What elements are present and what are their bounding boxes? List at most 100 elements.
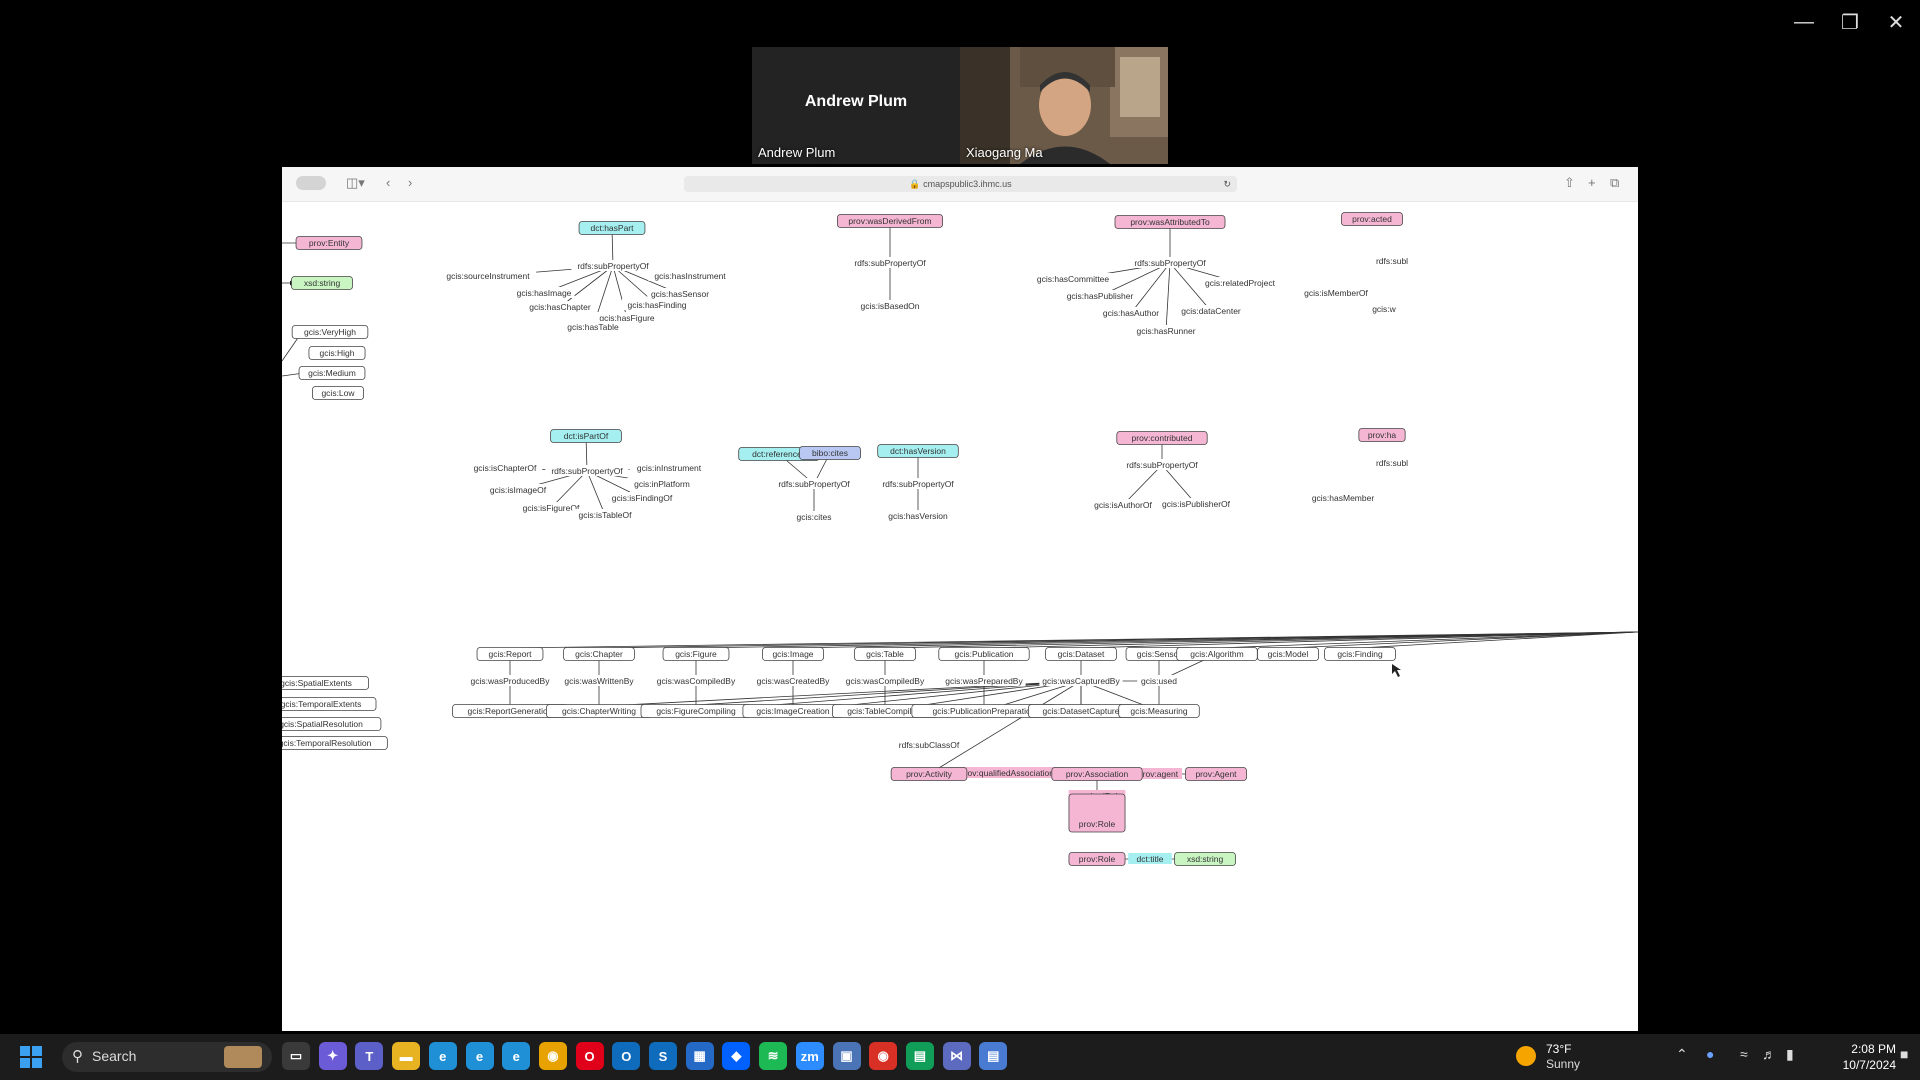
microphone-icon[interactable]: ● bbox=[1706, 1046, 1715, 1062]
edge-icon[interactable]: e bbox=[428, 1042, 457, 1070]
edge-beta-icon[interactable]: e bbox=[465, 1042, 494, 1070]
map-node-label: gcis:DatasetCapture bbox=[1042, 706, 1119, 716]
map-node-c2[interactable]: gcis:Chapter bbox=[563, 647, 635, 661]
map-node-n4[interactable]: gcis:High bbox=[308, 346, 366, 360]
map-node-c6[interactable]: gcis:Publication bbox=[938, 647, 1030, 661]
map-node-p4[interactable]: prov:Role bbox=[1068, 793, 1126, 833]
share-icon[interactable]: ⇧ bbox=[1564, 175, 1575, 190]
dropbox-icon[interactable]: ◆ bbox=[722, 1042, 751, 1070]
outlook-icon[interactable]: O bbox=[612, 1042, 641, 1070]
tray-chevron-icon[interactable]: ⌃ bbox=[1676, 1046, 1688, 1062]
map-node-label: gcis:Low bbox=[321, 388, 355, 398]
map-node-c10[interactable]: gcis:Model bbox=[1257, 647, 1319, 661]
map-node-p5[interactable]: prov:Role bbox=[1068, 852, 1126, 866]
map-node-p2[interactable]: prov:Association bbox=[1051, 767, 1143, 781]
map-node-c5[interactable]: gcis:Table bbox=[854, 647, 916, 661]
notification-icon[interactable]: ■ bbox=[1900, 1046, 1909, 1062]
battery-icon[interactable]: ▮ bbox=[1786, 1046, 1794, 1062]
window-menu-icon[interactable] bbox=[296, 176, 326, 190]
map-link-label-bg bbox=[647, 288, 713, 299]
map-node-n7[interactable]: dct:hasPart bbox=[578, 221, 646, 235]
map-node-n2[interactable]: xsd:string bbox=[291, 276, 353, 290]
map-node-n3[interactable]: gcis:VeryHigh bbox=[291, 325, 369, 339]
map-node-n1[interactable]: prov:Entity bbox=[295, 236, 363, 250]
tabs-overview-icon[interactable]: ⧉ bbox=[1610, 175, 1620, 190]
map-node-a3[interactable]: gcis:FigureCompiling bbox=[640, 704, 752, 718]
map-link-label-bg bbox=[1301, 287, 1371, 298]
map-node-n17[interactable]: gcis:SpatialExtents bbox=[282, 676, 369, 690]
close-icon[interactable]: ✕ bbox=[1887, 11, 1905, 34]
map-node-n10[interactable]: prov:acted bbox=[1341, 212, 1403, 226]
map-node-n18[interactable]: gcis:TemporalExtents bbox=[282, 697, 377, 711]
map-node-n9[interactable]: prov:wasAttributedTo bbox=[1114, 215, 1226, 229]
minimize-icon[interactable]: — bbox=[1794, 10, 1814, 33]
visual-studio-icon[interactable]: S bbox=[649, 1042, 677, 1070]
map-node-a6[interactable]: gcis:PublicationPreparation bbox=[911, 704, 1057, 718]
map-node-c1[interactable]: gcis:Report bbox=[476, 647, 544, 661]
map-node-c11[interactable]: gcis:Finding bbox=[1324, 647, 1396, 661]
map-node-n15[interactable]: prov:contributed bbox=[1116, 431, 1208, 445]
clock[interactable]: 2:08 PM 10/7/2024 bbox=[1816, 1041, 1896, 1073]
map-link-label-bg bbox=[525, 301, 595, 312]
map-node-n19[interactable]: gcis:SpatialResolution bbox=[282, 717, 382, 731]
teams-icon[interactable]: T bbox=[355, 1042, 384, 1070]
new-tab-icon[interactable]: + bbox=[1588, 175, 1596, 190]
chrome-profile-icon[interactable]: ◉ bbox=[869, 1042, 898, 1070]
weather-widget[interactable]: 73°F Sunny bbox=[1516, 1042, 1616, 1072]
map-node-label: dct:references bbox=[752, 449, 806, 459]
map-node-p6[interactable]: xsd:string bbox=[1174, 852, 1236, 866]
map-node-n13[interactable]: bibo:cites bbox=[799, 446, 861, 460]
file-explorer-icon[interactable]: ▬ bbox=[392, 1042, 421, 1070]
map-link-label: gcis:wasCreatedBy bbox=[757, 676, 831, 686]
map-node-a7[interactable]: gcis:DatasetCapture bbox=[1028, 704, 1134, 718]
map-node-n20[interactable]: gcis:TemporalResolution bbox=[282, 736, 388, 750]
map-node-c9[interactable]: gcis:Algorithm bbox=[1176, 647, 1258, 661]
participant-tile[interactable]: Andrew Plum Andrew Plum bbox=[752, 47, 960, 164]
map-node-c7[interactable]: gcis:Dataset bbox=[1045, 647, 1117, 661]
map-node-a8[interactable]: gcis:Measuring bbox=[1118, 704, 1200, 718]
map-link-label: gcis:wasCompiledBy bbox=[657, 676, 736, 686]
reload-icon[interactable]: ↻ bbox=[1223, 179, 1231, 189]
start-button[interactable] bbox=[20, 1046, 42, 1068]
map-node-n16[interactable]: prov:ha bbox=[1358, 428, 1406, 442]
task-view-icon[interactable]: ▭ bbox=[282, 1042, 310, 1070]
map-node-p1[interactable]: prov:Activity bbox=[890, 767, 968, 781]
map-node-p3[interactable]: prov:Agent bbox=[1185, 767, 1247, 781]
restore-icon[interactable]: ❐ bbox=[1841, 11, 1859, 34]
store-icon[interactable]: ▦ bbox=[685, 1042, 714, 1070]
map-link-label: rdfs:subPropertyOf bbox=[854, 258, 926, 268]
back-icon[interactable]: ‹ bbox=[386, 175, 391, 190]
map-node-c8[interactable]: gcis:Sensor bbox=[1125, 647, 1193, 661]
map-node-c3[interactable]: gcis:Figure bbox=[662, 647, 730, 661]
map-node-n5[interactable]: gcis:Medium bbox=[298, 366, 366, 380]
map-node-n6[interactable]: gcis:Low bbox=[311, 386, 365, 400]
chrome-icon[interactable]: ◉ bbox=[538, 1042, 567, 1070]
search-box[interactable]: ⚲ Search bbox=[62, 1042, 272, 1072]
map-link-label: gcis:isFindingOf bbox=[612, 493, 673, 503]
map-node-c4[interactable]: gcis:Image bbox=[762, 647, 824, 661]
opera-icon[interactable]: O bbox=[575, 1042, 604, 1070]
forward-icon[interactable]: › bbox=[408, 175, 413, 190]
address-bar[interactable]: 🔒 cmapspublic3.ihmc.us↻ bbox=[684, 176, 1237, 192]
zoom-icon[interactable]: zm bbox=[795, 1042, 824, 1070]
participant-video-tile[interactable]: Xiaogang Ma bbox=[960, 47, 1168, 164]
sidebar-icon[interactable]: ◫▾ bbox=[346, 175, 365, 190]
copilot-icon[interactable]: ✦ bbox=[318, 1042, 347, 1070]
network-app-icon[interactable]: ▣ bbox=[832, 1042, 861, 1070]
spotify-icon[interactable]: ≋ bbox=[759, 1042, 788, 1070]
map-link-label-bg bbox=[1088, 499, 1158, 510]
edge-dev-icon[interactable]: e bbox=[502, 1042, 531, 1070]
vscode-icon[interactable]: ⋈ bbox=[942, 1042, 971, 1070]
map-link-label: gcis:inInstrument bbox=[637, 463, 702, 473]
map-node-n8[interactable]: prov:wasDerivedFrom bbox=[837, 214, 943, 228]
volume-icon[interactable]: ♬ bbox=[1762, 1046, 1776, 1062]
map-link-label-bg bbox=[772, 478, 856, 489]
map-node-n14[interactable]: dct:hasVersion bbox=[877, 444, 959, 458]
map-node-a4[interactable]: gcis:ImageCreation bbox=[742, 704, 844, 718]
map-link-label-bg bbox=[604, 492, 680, 503]
map-node-a2[interactable]: gcis:ChapterWriting bbox=[546, 704, 652, 718]
wifi-icon[interactable]: ≈ bbox=[1740, 1046, 1748, 1062]
sheets-icon[interactable]: ▤ bbox=[905, 1042, 934, 1070]
notepad-icon[interactable]: ▤ bbox=[979, 1042, 1008, 1070]
map-node-n11[interactable]: dct:isPartOf bbox=[550, 429, 622, 443]
